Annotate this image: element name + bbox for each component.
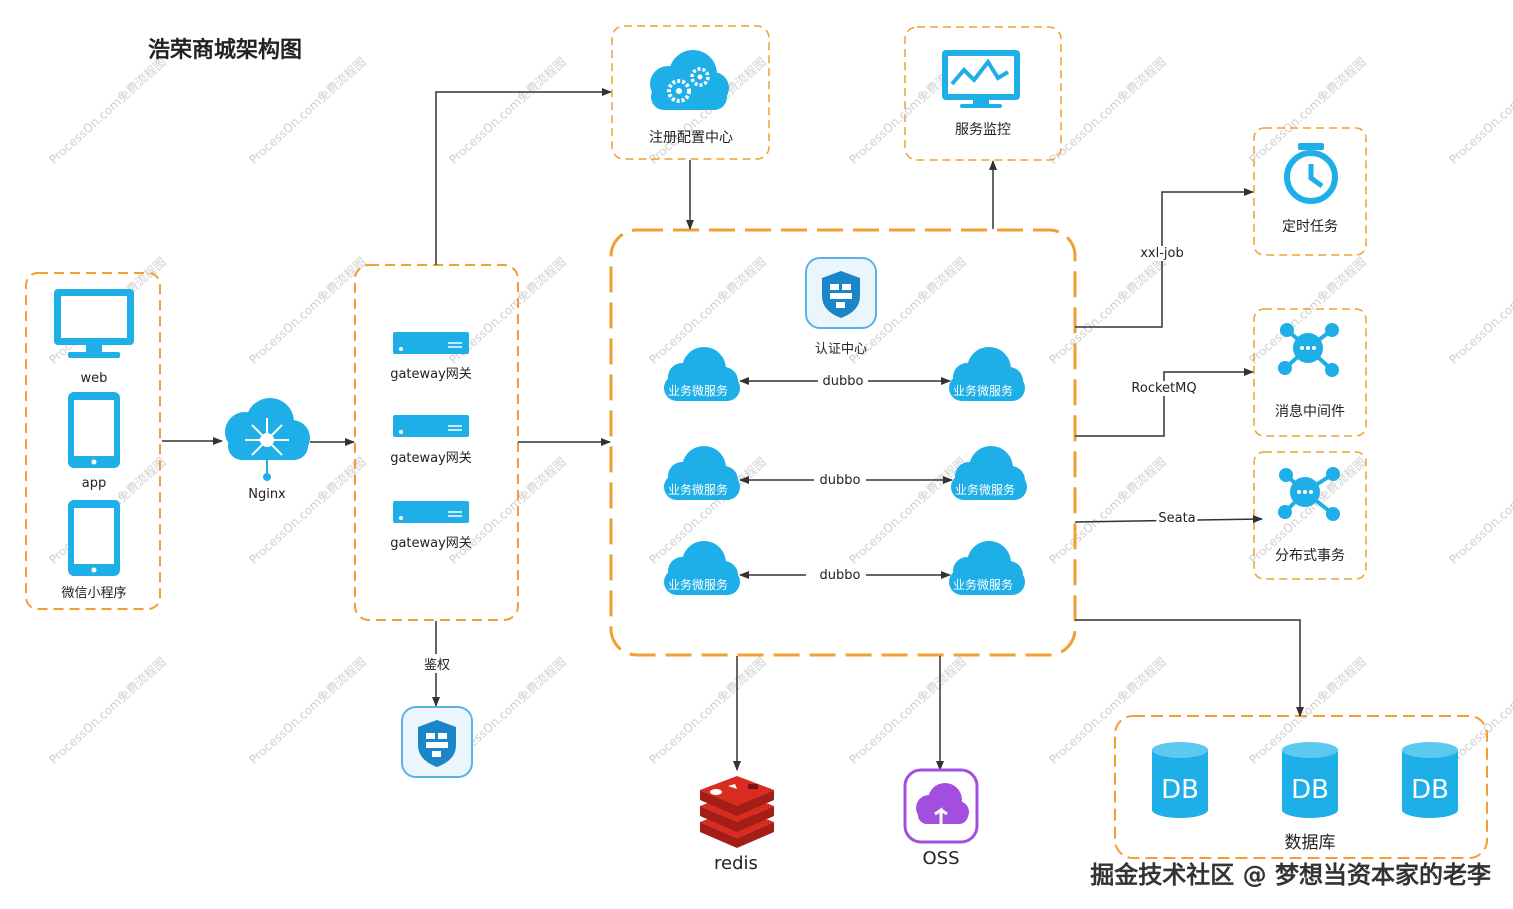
gateway-label-1: gateway网关: [390, 367, 472, 382]
tx-label: 分布式事务: [1275, 548, 1345, 564]
client-mini-label: 微信小程序: [61, 586, 127, 601]
edge-gateway-registry: [435, 88, 612, 265]
service-monitor-icon: [942, 50, 1020, 108]
microservice-label: 业务微服务: [668, 577, 728, 592]
client-web-label: web: [80, 371, 108, 386]
edge-services-db: [1075, 619, 1304, 717]
phone-icon: [68, 392, 120, 468]
oss-cloud-upload-icon: [903, 768, 979, 844]
microservice-label: 业务微服务: [668, 383, 728, 398]
microservice-cloud-5: 业务微服务: [664, 541, 740, 595]
oss-label: OSS: [922, 848, 960, 869]
distributed-transaction-icon: [1278, 467, 1340, 521]
gateway-label-2: gateway网关: [390, 451, 472, 466]
rpc-label-3: dubbo: [817, 568, 863, 583]
monitor-label: 服务监控: [955, 122, 1011, 138]
redis-label: redis: [714, 853, 758, 874]
microservice-label: 业务微服务: [955, 482, 1015, 497]
auth-shield-icon: [401, 706, 473, 778]
mq-label: 消息中间件: [1275, 404, 1345, 420]
job-box: [1253, 127, 1367, 256]
db-icon-text: DB: [1411, 775, 1449, 805]
redis-icon: [700, 776, 774, 848]
edge-services-mq: [1075, 368, 1254, 437]
gateway-server-icon-3: [393, 501, 469, 523]
monitor-box: [904, 26, 1062, 161]
rpc-label-1: dubbo: [820, 374, 866, 389]
mq-box: [1253, 308, 1367, 437]
nginx-cloud-icon: [225, 398, 310, 481]
microservice-label: 业务微服务: [953, 577, 1013, 592]
db-label: 数据库: [1284, 833, 1336, 853]
microservice-cloud-2: 业务微服务: [949, 347, 1025, 401]
auth-center-label: 认证中心: [814, 342, 868, 357]
stopwatch-icon: [1284, 143, 1338, 204]
gateway-server-icon-1: [393, 332, 469, 354]
microservice-cloud-6: 业务微服务: [949, 541, 1025, 595]
mini-program-phone-icon: [68, 500, 120, 576]
gateway-label-3: gateway网关: [390, 536, 472, 551]
db-icon-text: DB: [1291, 775, 1329, 805]
auth-edge-label: 鉴权: [421, 654, 453, 673]
gateway-group: [354, 264, 519, 621]
auth-center-shield-icon: [805, 257, 877, 329]
services-group: [609, 228, 1077, 657]
clients-group: [25, 272, 161, 610]
microservice-cloud-3: 业务微服务: [664, 446, 740, 500]
rpc-label-2: dubbo: [817, 473, 863, 488]
registry-label: 注册配置中心: [649, 130, 733, 146]
microservice-label: 业务微服务: [668, 482, 728, 497]
message-hub-icon: [1278, 323, 1339, 377]
microservice-cloud-4: 业务微服务: [951, 446, 1027, 500]
mq-edge-label: RocketMQ: [1129, 381, 1199, 396]
job-label: 定时任务: [1282, 219, 1338, 235]
tx-edge-label: Seata: [1156, 511, 1198, 526]
job-edge-label: xxl-job: [1138, 246, 1186, 261]
database-cylinder-icon: DB: [1402, 742, 1458, 818]
gateway-server-icon-2: [393, 415, 469, 437]
page-title: 浩荣商城架构图: [148, 38, 303, 63]
client-app-label: app: [81, 476, 107, 491]
nginx-label: Nginx: [248, 487, 286, 502]
footer-credit: 掘金技术社区 @ 梦想当资本家的老李: [1090, 861, 1491, 889]
database-cylinder-icon: DB: [1282, 742, 1338, 818]
microservice-label: 业务微服务: [953, 383, 1013, 398]
monitor-device-icon: [54, 289, 134, 358]
database-cylinder-icon: DB: [1152, 742, 1208, 818]
microservice-cloud-1: 业务微服务: [664, 347, 740, 401]
registry-box: [611, 25, 770, 160]
db-icon-text: DB: [1161, 775, 1199, 805]
config-gears-cloud-icon: [650, 50, 729, 110]
